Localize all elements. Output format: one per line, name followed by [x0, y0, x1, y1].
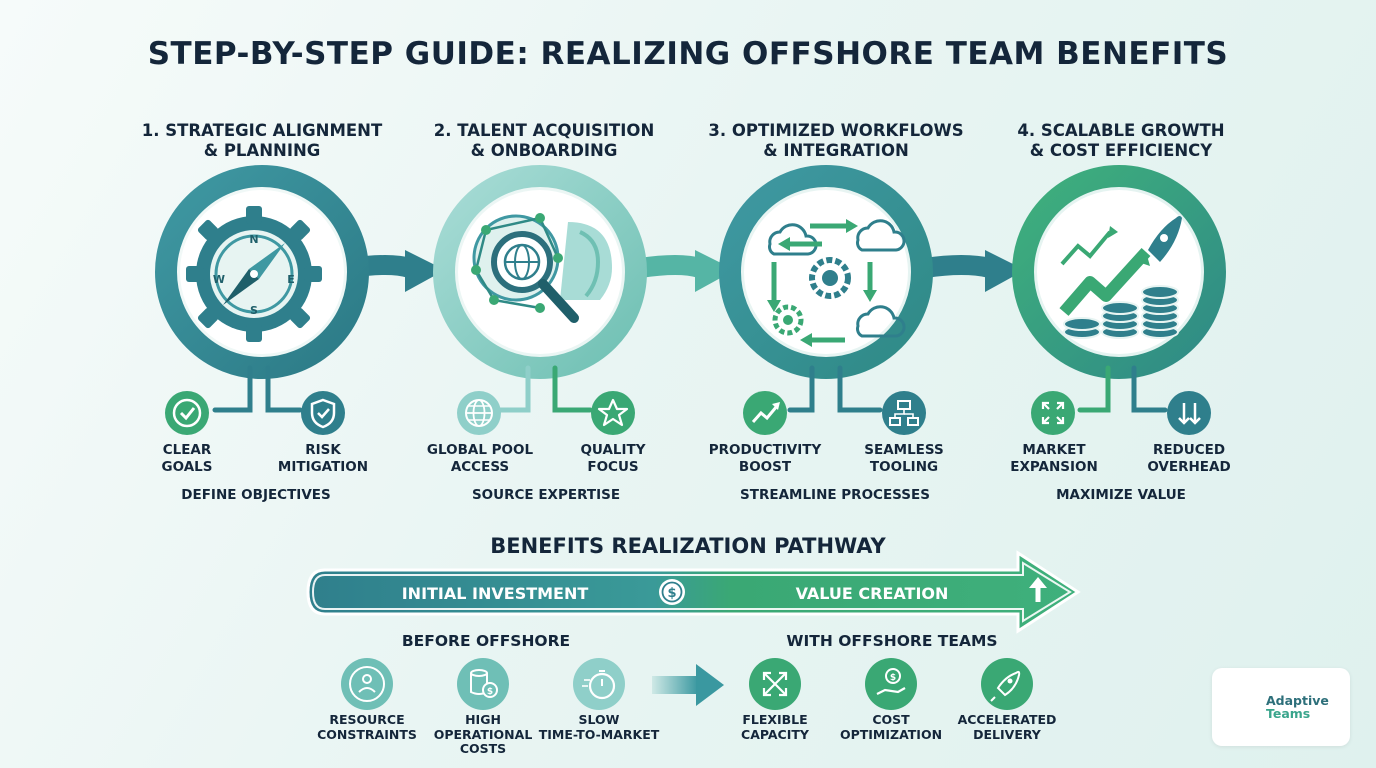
expand-arrows-icon	[749, 658, 801, 710]
shield-check-icon	[301, 391, 345, 435]
step-4-title: 4. SCALABLE GROWTH & COST EFFICIENCY	[1017, 121, 1225, 160]
step-4-circle	[1012, 165, 1226, 379]
network-devices-icon	[882, 391, 926, 435]
transition-arrow	[652, 664, 724, 706]
check-circle-icon	[165, 391, 209, 435]
benefit-label-global-pool: GLOBAL POOL ACCESS	[426, 442, 534, 475]
hand-dollar-icon: $	[865, 658, 917, 710]
before-item-slow-ttm: SLOW TIME-TO-MARKET	[538, 712, 660, 742]
before-item-resource-constraints: RESOURCE CONSTRAINTS	[317, 712, 417, 742]
compass-gear-icon: N S W E	[186, 206, 322, 342]
benefit-label-quality-focus: QUALITY FOCUS	[580, 442, 646, 475]
rocket-icon	[981, 658, 1033, 710]
globe-icon	[457, 391, 501, 435]
workflow-gears-cloud-icon	[767, 219, 906, 347]
trend-up-icon	[743, 391, 787, 435]
step-3-title: 3. OPTIMIZED WORKFLOWS & INTEGRATION	[708, 121, 964, 160]
benefit-label-seamless-tooling: SEAMLESS TOOLING	[864, 442, 944, 475]
svg-text:S: S	[250, 304, 258, 317]
expand-arrows-icon	[1031, 391, 1075, 435]
global-talent-search-icon	[471, 213, 612, 323]
connector-arrow-3-4	[923, 250, 1025, 292]
after-item-accelerated-delivery: ACCELERATED DELIVERY	[957, 712, 1057, 742]
pathway-heading: BENEFITS REALIZATION PATHWAY	[490, 534, 886, 558]
pathway-left-label: INITIAL INVESTMENT	[401, 584, 589, 603]
down-arrows-icon	[1167, 391, 1211, 435]
pathway-right-label: VALUE CREATION	[795, 584, 949, 603]
benefit-label-productivity: PRODUCTIVITY BOOST	[708, 442, 822, 475]
before-heading: BEFORE OFFSHORE	[401, 632, 571, 650]
after-item-cost-optimization: COST OPTIMIZATION	[839, 712, 943, 742]
step-2-title: 2. TALENT ACQUISITION & ONBOARDING	[433, 121, 655, 160]
benefit-label-risk-mitigation: RISK MITIGATION	[277, 442, 369, 475]
svg-text:N: N	[249, 233, 258, 246]
benefit-label-market-expansion: MARKET EXPANSION	[1010, 442, 1098, 475]
svg-text:$: $	[487, 687, 493, 697]
svg-text:$: $	[667, 586, 676, 601]
after-item-flexible-capacity: FLEXIBLE CAPACITY	[741, 712, 809, 742]
benefits-pathway-arrow	[306, 550, 1081, 634]
logo-card	[1212, 668, 1350, 746]
arrow-up-icon	[1029, 577, 1047, 602]
coin-stack-icon: $	[457, 658, 509, 710]
step-4-caption: MAXIMIZE VALUE	[1056, 487, 1186, 503]
svg-text:$: $	[890, 673, 896, 683]
after-heading: WITH OFFSHORE TEAMS	[786, 632, 998, 650]
before-item-high-costs: HIGH OPERATIONAL COSTS	[433, 712, 533, 756]
step-1-caption: DEFINE OBJECTIVES	[181, 487, 331, 503]
step-1-title: 1. STRATEGIC ALIGNMENT & PLANNING	[141, 121, 383, 160]
benefit-label-reduced-overhead: REDUCED OVERHEAD	[1147, 442, 1231, 475]
svg-text:W: W	[213, 273, 225, 286]
svg-text:E: E	[287, 273, 295, 286]
logo-text: Adaptive Teams	[1266, 693, 1329, 721]
benefit-label-clear-goals: CLEAR GOALS	[161, 442, 213, 475]
stopwatch-icon	[573, 658, 625, 710]
step-3-caption: STREAMLINE PROCESSES	[740, 487, 930, 503]
constrained-person-icon	[341, 658, 393, 710]
rocket-growth-coins-icon	[1059, 216, 1182, 339]
page-title: STEP-BY-STEP GUIDE: REALIZING OFFSHORE T…	[147, 36, 1229, 72]
dollar-coin-icon: $	[659, 579, 685, 605]
step-2-caption: SOURCE EXPERTISE	[471, 487, 621, 503]
star-icon	[591, 391, 635, 435]
